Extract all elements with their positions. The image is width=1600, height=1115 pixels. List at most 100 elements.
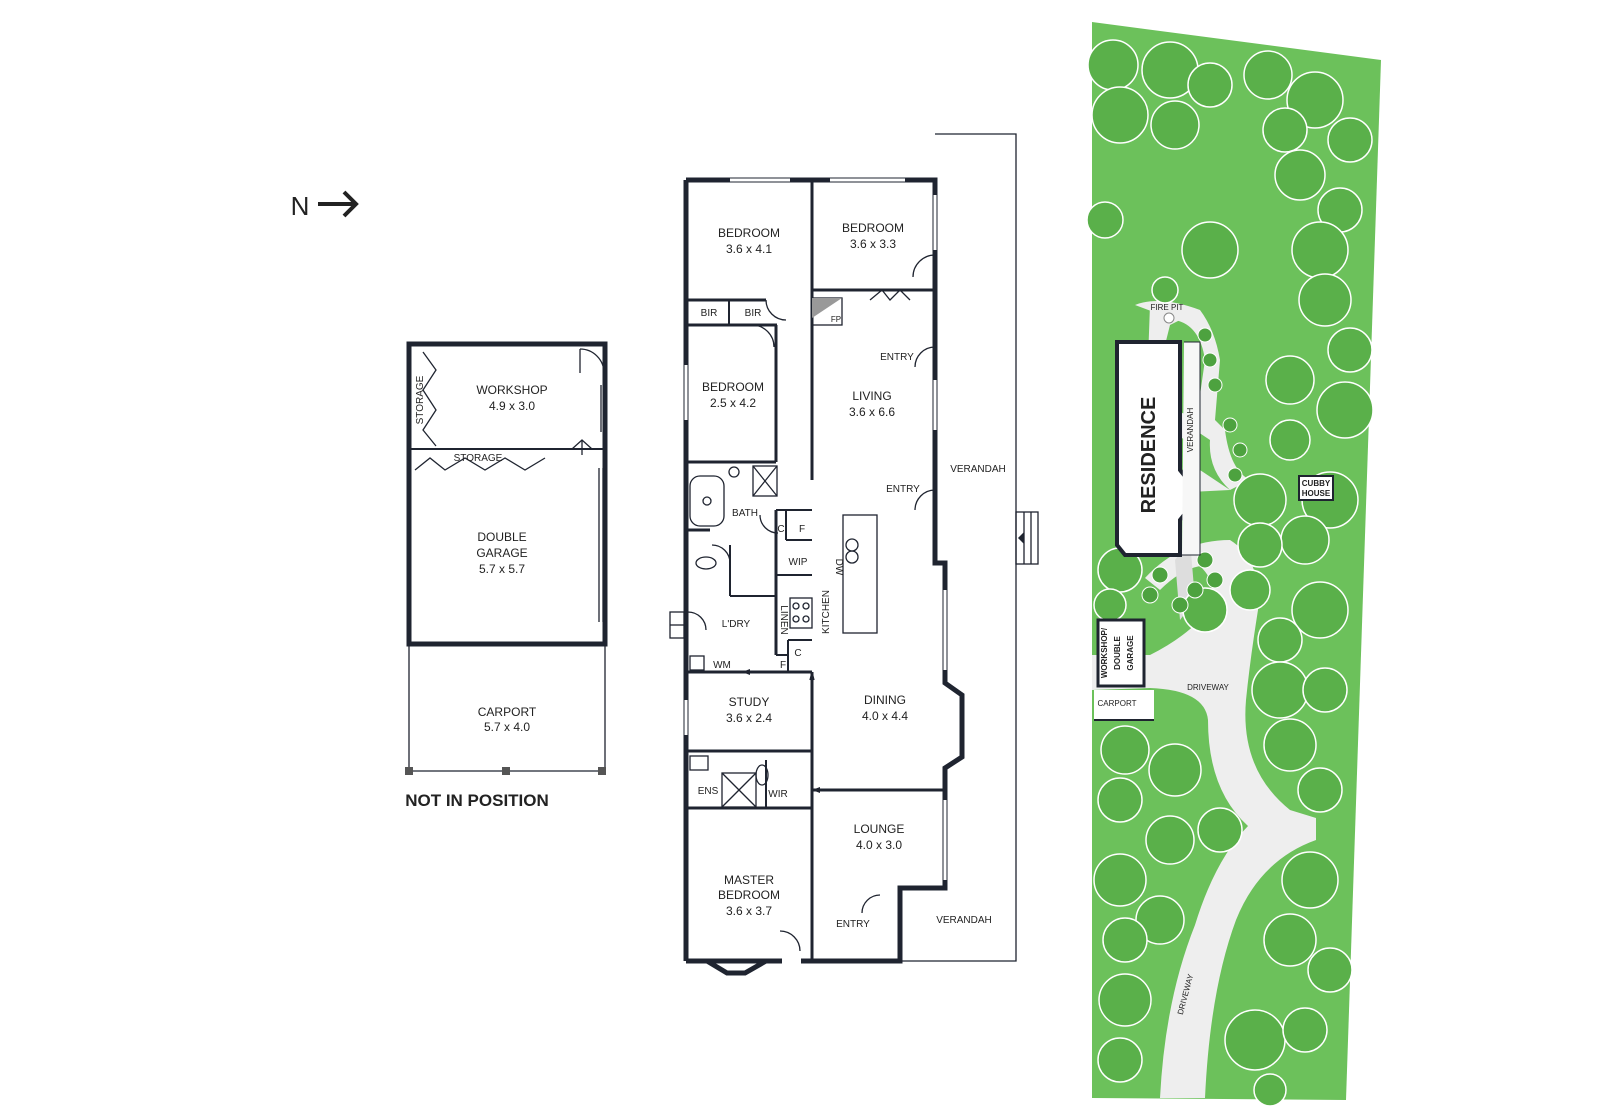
cubby-line-2: HOUSE [1302,489,1331,498]
master-name-1: MASTER [724,873,774,887]
wir-label: WIR [768,789,787,800]
garage-size: 5.7 x 5.7 [479,562,525,576]
linen-label: LINEN [778,605,789,634]
bedroom-b-size: 3.6 x 3.3 [850,237,896,251]
not-in-position-note: NOT IN POSITION [405,791,549,810]
ens-shower-icon [721,772,757,808]
site-workshop-line-1: WORKSHOP/ [1100,627,1109,678]
kitchen-label: KITCHEN [821,590,832,634]
verandah-bottom: VERANDAH [936,915,992,926]
entry-bottom: ENTRY [836,919,870,930]
storage-doors-vertical [422,351,437,447]
ens-basin-icon [689,755,709,771]
garage-name-2: GARAGE [476,546,527,560]
site-carport-area [1094,690,1154,720]
c-label-1: C [777,524,784,535]
verandah-right: VERANDAH [950,464,1006,475]
driveway-top-label: DRIVEWAY [1187,683,1229,692]
house-outer-walls [686,177,965,976]
driveway [1092,540,1316,1098]
flow-arrows [742,669,870,793]
main-house: BEDROOM 3.6 x 4.1 BEDROOM 3.6 x 3.3 BIR … [669,133,1039,976]
workshop-door-arc [579,348,605,374]
north-compass: N [291,190,359,221]
bedroom-c-name: BEDROOM [702,380,764,394]
residence-label: RESIDENCE [1138,397,1160,514]
bedroom-c-size: 2.5 x 4.2 [710,396,756,410]
dining-size: 4.0 x 4.4 [862,709,908,723]
storage-doors-horizontal [414,457,546,471]
toilet-icon [695,556,717,570]
workshop-size: 4.9 x 3.0 [489,399,535,413]
carport-post [598,767,606,775]
sink-icon [845,538,859,552]
bedroom-b-name: BEDROOM [842,221,904,235]
bedroom-a-size: 3.6 x 4.1 [726,242,772,256]
storage-horizontal-label: STORAGE [454,453,503,464]
master-size: 3.6 x 3.7 [726,904,772,918]
carport-post [405,767,413,775]
cubby-line-1: CUBBY [1302,479,1331,488]
lounge-size: 4.0 x 3.0 [856,838,902,852]
bir-2: BIR [745,308,762,319]
entry-top: ENTRY [880,352,914,363]
study-name: STUDY [729,695,770,709]
outbuilding: STORAGE WORKSHOP 4.9 x 3.0 STORAGE DOUBL… [405,341,608,810]
site-carport-label: CARPORT [1098,699,1137,708]
lounge-name: LOUNGE [854,822,905,836]
residence-verandah [1182,341,1201,556]
shower-icon [752,465,778,497]
living-name: LIVING [852,389,891,403]
fire-pit-icon [1163,312,1175,324]
workshop-name: WORKSHOP [476,383,547,397]
tree-canopies [1086,39,1374,1107]
master-name-2: BEDROOM [718,888,780,902]
dining-name: DINING [864,693,906,707]
verandah-outline [900,133,1017,962]
outbuilding-walls [406,341,608,647]
cubby-house [1298,475,1334,501]
f-label-2: F [780,660,786,671]
bir-1: BIR [701,308,718,319]
site-verandah-label: VERANDAH [1186,408,1195,453]
compass-label: N [291,191,310,221]
wip-label: WIP [789,557,808,568]
cooktop-icon [789,597,813,629]
site-workshop-line-3: GARAGE [1126,635,1135,671]
carport-post [502,767,510,775]
entry-mid: ENTRY [886,484,920,495]
f-label-1: F [799,524,805,535]
dw-label: DW [833,559,844,576]
kitchen-island [842,514,878,634]
fire-pit-label: FIRE PIT [1151,303,1184,312]
bedroom-a-name: BEDROOM [718,226,780,240]
storage-vertical-label: STORAGE [415,375,426,424]
windows [684,178,947,880]
carport-size: 5.7 x 4.0 [484,720,530,734]
ens-label: ENS [698,786,719,797]
site-plan: RESIDENCE VERANDAH FIRE PIT CUBBY HOUSE … [1086,22,1381,1107]
c-label-2: C [794,648,801,659]
living-size: 3.6 x 6.6 [849,405,895,419]
hedge-shrubs [1141,327,1248,614]
north-arrow-icon [318,190,359,218]
door-swings [687,254,936,952]
carport-name: CARPORT [478,705,537,719]
site-workshop-garage [1096,618,1146,688]
basin-icon [728,466,740,478]
bathtub-icon [689,475,725,527]
wm-label: WM [713,660,731,671]
bath-label: BATH [732,508,758,519]
wm-icon [689,655,705,671]
fixtures [669,465,878,808]
fp-label: FP [831,315,841,324]
garage-name-1: DOUBLE [477,530,526,544]
fireplace-hatch [812,298,842,318]
ens-toilet-icon [755,764,769,786]
site-workshop-line-2: DOUBLE [1113,635,1122,669]
study-size: 3.6 x 2.4 [726,711,772,725]
ldry-label: L'DRY [722,619,751,630]
verandah-steps [1015,511,1039,565]
interior-walls [686,180,945,961]
